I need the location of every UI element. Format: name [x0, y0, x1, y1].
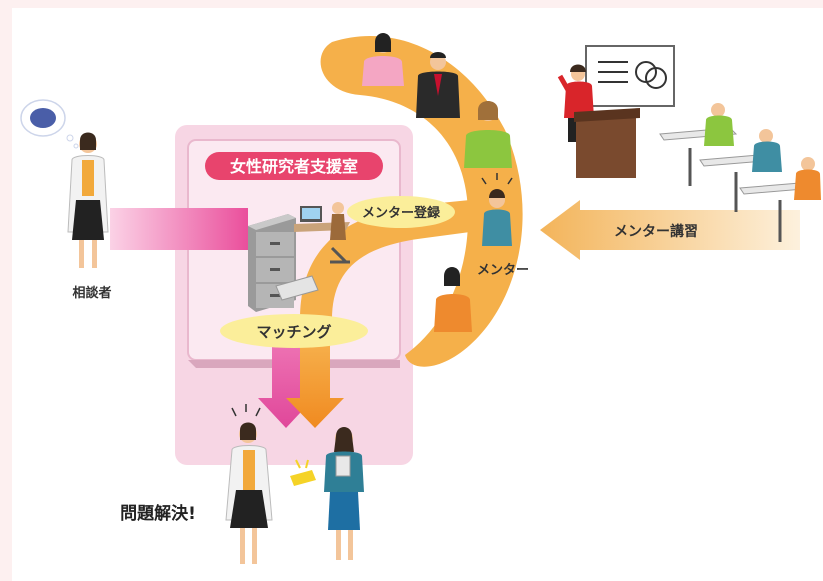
mentor-register-label: メンター登録	[362, 205, 441, 221]
matching-label: マッチング	[256, 323, 331, 341]
matching-oval	[220, 314, 368, 348]
mentor-training-label: メンター講習	[614, 223, 698, 240]
solved-pair	[225, 404, 364, 564]
mentor-band	[320, 35, 523, 367]
matching-arrows	[258, 330, 344, 428]
lecture-scene	[557, 45, 675, 178]
mentor-figures	[362, 33, 513, 332]
mentor-register-oval	[347, 196, 455, 228]
mentor-label: メンター	[477, 263, 529, 278]
office-title-tag	[205, 152, 383, 180]
consultant-figure	[20, 99, 109, 268]
mentor-training-arrow	[540, 200, 800, 260]
consultant-label: 相談者	[72, 285, 111, 301]
solved-label: 問題解決!	[120, 503, 196, 524]
students-scene	[659, 103, 821, 242]
office-title: 女性研究者支援室	[230, 157, 358, 176]
filing-cabinet	[248, 214, 319, 312]
consult-arrow	[110, 208, 248, 250]
staff-at-desk	[294, 202, 350, 264]
mentor-register-path	[300, 200, 470, 320]
